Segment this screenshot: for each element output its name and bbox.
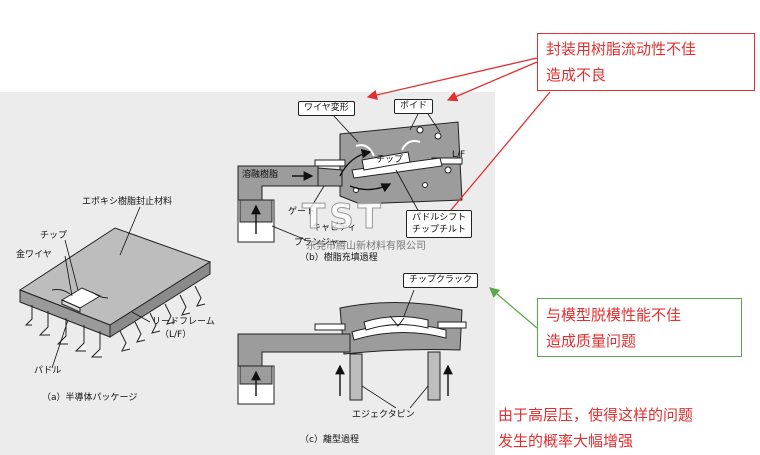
lead-frame-abbr-label: （L/F） (160, 330, 192, 340)
caption-b: （b）樹脂充填過程 (300, 253, 378, 263)
package-drawing (18, 227, 212, 358)
pressure-note-line2: 发生的概率大幅增强 (498, 432, 634, 450)
paddle-shift-label: パドルシフト (412, 213, 467, 223)
caption-a: （a）半導体パッケージ (42, 393, 138, 403)
flow-defect-line2: 造成不良 (546, 66, 607, 84)
gold-wire-label: 金ワイヤ (16, 250, 52, 260)
flow-defect-annotation: 封装用树脂流动性不佳 造成不良 (537, 33, 755, 91)
void-label: ボイド (394, 99, 434, 114)
wire-deform-label: ワイヤ変形 (298, 101, 355, 116)
chip-label-a: チップ (40, 231, 68, 241)
chip-crack-label: チップクラック (403, 273, 479, 288)
flow-defect-line1: 封装用树脂流动性不佳 (546, 40, 697, 58)
release-defect-annotation: 与模型脱模性能不佳 造成质量问题 (537, 298, 742, 357)
chip-tilt-label: チップチルト (412, 225, 467, 235)
cavity-label: キャビティ (312, 223, 357, 233)
paddle-label-a: パドル (34, 366, 62, 376)
epoxy-label: エポキシ樹脂封止材料 (82, 197, 173, 207)
pressure-note: 由于高层压，使得这样的问题 发生的概率大幅增强 (498, 402, 760, 454)
plunger-label: プランジャー (294, 238, 348, 248)
lead-frame-label: リードフレーム (152, 317, 215, 327)
gate-label: ゲート (288, 207, 316, 217)
chip-label-b: チップ (376, 155, 404, 165)
filling-drawing (237, 121, 463, 243)
pressure-note-line1: 由于高层压，使得这样的问题 (498, 406, 694, 424)
watermark: TST 东莞市腾山新材料有限公司 (302, 197, 462, 253)
caption-c: （c）離型過程 (300, 435, 359, 445)
lf-label: L/F (452, 150, 466, 160)
release-defect-line2: 造成质量问题 (546, 332, 637, 350)
release-defect-line1: 与模型脱模性能不佳 (546, 306, 682, 324)
watermark-company: 东莞市腾山新材料有限公司 (306, 241, 426, 252)
paddle-shift-box: パドルシフト チップチルト (406, 210, 473, 238)
ejector-pin-label: エジェクタピン (352, 410, 415, 420)
ejection-drawing (237, 302, 467, 405)
molten-resin-label: 溶融樹脂 (242, 170, 279, 180)
watermark-logo: TST (302, 197, 385, 238)
